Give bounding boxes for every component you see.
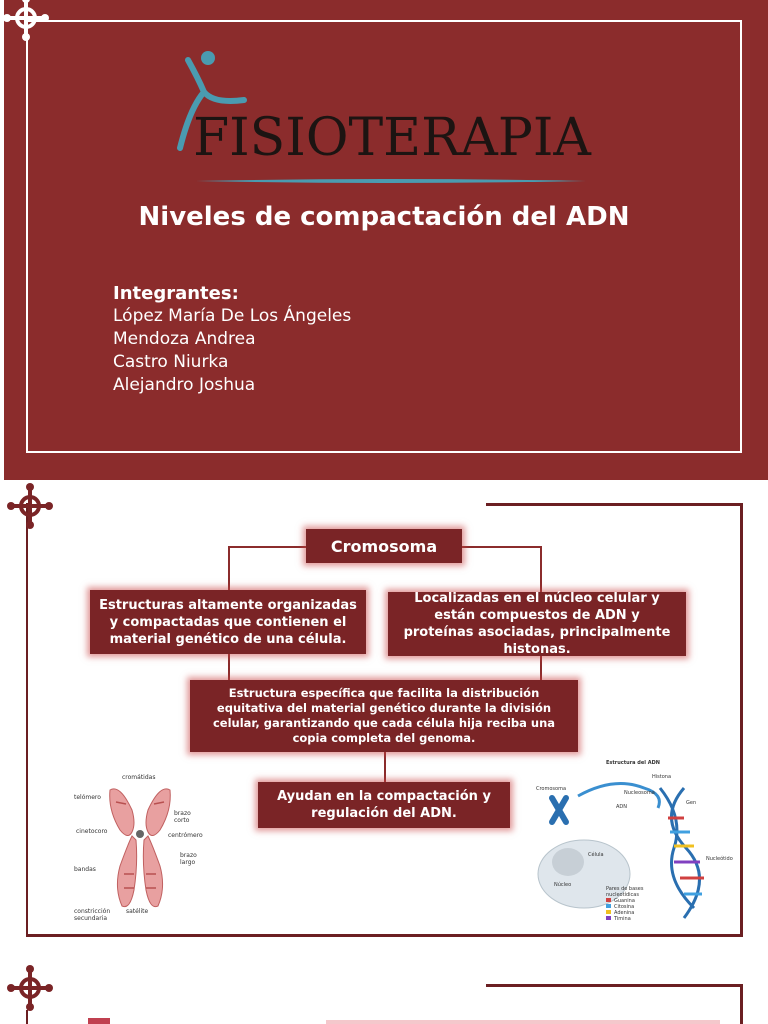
chromosome-illustration-icon bbox=[109, 788, 171, 908]
connector-line bbox=[228, 546, 308, 548]
cross-ornament-icon bbox=[3, 0, 49, 41]
partial-box bbox=[326, 1020, 720, 1024]
label-constriccion: constricción secundaria bbox=[74, 908, 111, 922]
label-cromosoma: Cromosoma bbox=[536, 786, 567, 792]
label-brazo-largo: brazo largo bbox=[180, 852, 197, 866]
label-brazo-corto: brazo corto bbox=[174, 810, 191, 824]
member-item: Alejandro Joshua bbox=[113, 375, 256, 395]
label-nucleotido: Nucleótido bbox=[706, 856, 733, 862]
compaction-box: Ayudan en la compactación y regulación d… bbox=[258, 782, 510, 828]
dna-title: Estructura del ADN bbox=[606, 760, 660, 766]
logo-underline bbox=[196, 179, 586, 183]
logo-wordmark: FISIOTERAPIA bbox=[193, 108, 591, 168]
concept-slide-frame bbox=[26, 503, 743, 937]
label-adn: ADN bbox=[616, 804, 628, 810]
label-satelite: satélite bbox=[126, 908, 149, 915]
connector-line bbox=[228, 546, 230, 592]
cross-ornament-icon bbox=[7, 965, 53, 1011]
member-item: Castro Niurka bbox=[113, 352, 229, 372]
label-centromero: centrómero bbox=[168, 832, 203, 839]
frame-top-segment bbox=[486, 984, 743, 987]
location-box: Localizadas en el núcleo celular y están… bbox=[388, 591, 686, 657]
label-nucleosoma: Nucleosoma bbox=[624, 790, 655, 796]
connector-line bbox=[540, 654, 542, 680]
label-adenina: Adenina bbox=[614, 910, 635, 916]
frame-left-segment bbox=[26, 1010, 28, 1024]
label-bandas: bandas bbox=[74, 866, 96, 873]
slide-title: Niveles de compactación del ADN bbox=[138, 202, 630, 232]
label-guanina: Guanina bbox=[614, 898, 635, 904]
label-gen: Gen bbox=[686, 800, 697, 806]
member-item: Mendoza Andrea bbox=[113, 329, 256, 349]
label-timina: Timina bbox=[614, 916, 631, 922]
connector-line bbox=[540, 546, 542, 592]
definition-box: Estructuras altamente organizadas y comp… bbox=[90, 590, 366, 654]
cross-ornament-icon bbox=[7, 483, 53, 529]
label-pares: Pares de bases nucleotídicas bbox=[606, 886, 644, 898]
members-heading: Integrantes: bbox=[113, 283, 239, 304]
members-list: Integrantes: López María De Los Ángeles … bbox=[113, 282, 351, 397]
function-box: Estructura específica que facilita la di… bbox=[190, 680, 578, 752]
label-celula: Célula bbox=[588, 852, 604, 858]
member-item: López María De Los Ángeles bbox=[113, 306, 352, 326]
connector-line bbox=[462, 546, 542, 548]
chromosome-diagram: cromátidas telómero brazo corto cinetoco… bbox=[70, 770, 210, 930]
title-slide bbox=[4, 0, 768, 480]
physio-logo-figure-icon bbox=[177, 51, 247, 151]
frame-top-segment bbox=[486, 503, 743, 506]
cromosoma-title-box: Cromosoma bbox=[306, 529, 462, 563]
label-nucleo: Núcleo bbox=[554, 882, 572, 888]
label-histona: Histona bbox=[652, 774, 672, 780]
label-telomero: telómero bbox=[74, 794, 101, 801]
label-citosina: Citosina bbox=[614, 904, 635, 910]
title-slide-frame bbox=[26, 20, 742, 453]
connector-line bbox=[228, 652, 230, 680]
dna-structure-diagram: Estructura del ADN Cromosoma Histona Nuc… bbox=[534, 758, 740, 926]
label-cinetocoro: cinetocoro bbox=[76, 828, 108, 835]
connector-line bbox=[384, 752, 386, 782]
partial-box bbox=[88, 1018, 110, 1024]
dna-illustration-icon bbox=[537, 782, 704, 920]
frame-right-segment bbox=[740, 984, 743, 1024]
label-cromatidas: cromátidas bbox=[122, 774, 156, 781]
